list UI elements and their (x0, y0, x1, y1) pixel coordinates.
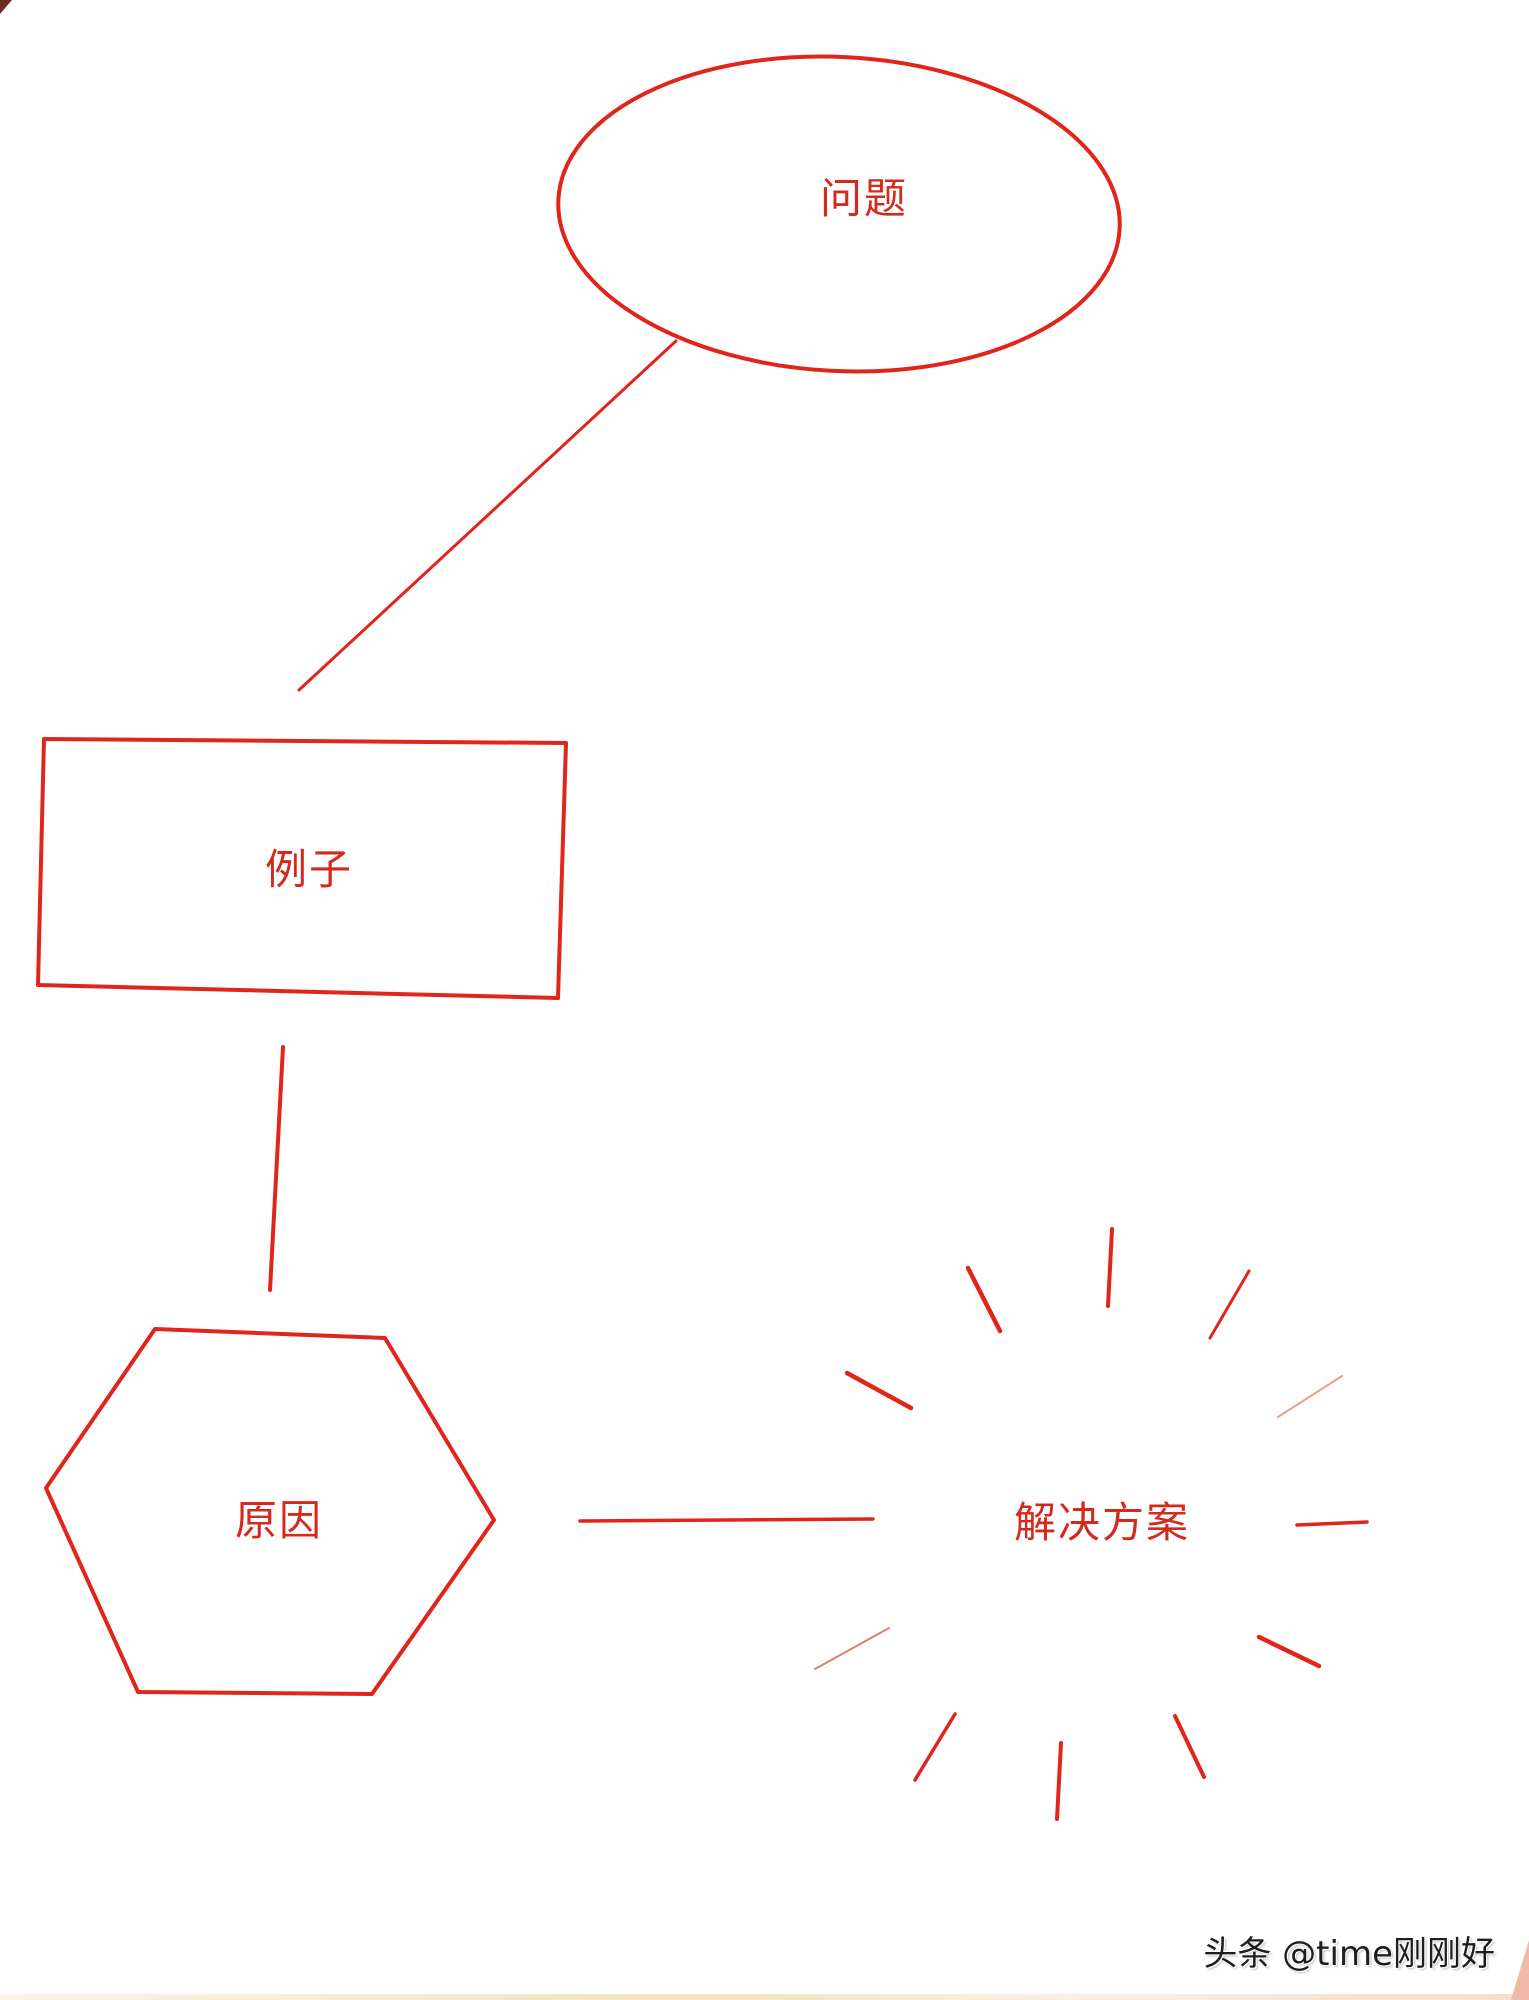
cause-hexagon (44, 1327, 496, 1696)
example-rectangle (36, 737, 568, 1000)
example-label: 例子 (264, 845, 354, 894)
solution-label: 解决方案 (1013, 1498, 1191, 1547)
watermark: 头条 @time刚刚好 (1203, 1934, 1495, 1974)
connector-example-cause (268, 1045, 285, 1292)
ray-upper-right (1208, 1269, 1251, 1340)
ray-bottom (1055, 1741, 1063, 1821)
ray-left-upper (844, 1370, 914, 1411)
connector-cause-solution (578, 1517, 875, 1523)
ray-bottom-right (1173, 1714, 1206, 1779)
ray-left-lower (814, 1627, 890, 1670)
photo-edge-corner-bottom-right (1511, 1940, 1529, 2000)
ray-bottom-left (913, 1712, 957, 1782)
photo-edge-corner (0, 0, 12, 14)
connector-problem-example (297, 339, 678, 692)
problem-ellipse (556, 54, 1122, 374)
ray-top (1106, 1227, 1114, 1308)
cause-label: 原因 (234, 1496, 324, 1545)
ray-right-upper (1277, 1375, 1343, 1418)
ray-upper-left (965, 1265, 1003, 1334)
ray-right-lower (1256, 1634, 1322, 1669)
problem-label: 问题 (819, 174, 909, 223)
solution-starburst (814, 1227, 1369, 1821)
ray-right (1295, 1520, 1369, 1527)
photo-edge-band (0, 1994, 1529, 2000)
